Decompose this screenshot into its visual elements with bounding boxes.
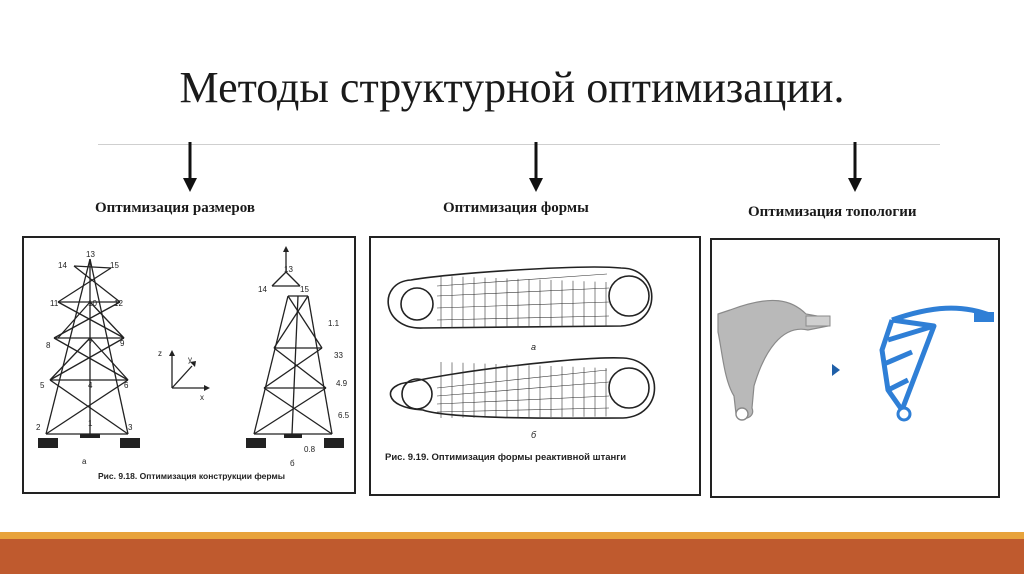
truss-diagram: 13 14 15 11 10 12 8 7 9 5 4 6 2 1 3 13 1… xyxy=(36,246,350,481)
node-label: 5 xyxy=(40,381,45,390)
node-label: 9 xyxy=(120,339,125,348)
node-label: 14 xyxy=(58,261,67,270)
node-label: 8 xyxy=(46,341,51,350)
figure-caption: Рис. 9.18. Оптимизация конструкции фермы xyxy=(98,471,285,481)
footer-stripe-bottom xyxy=(0,539,1024,574)
topology-figure-panel xyxy=(710,238,1000,498)
sub-label-b: б xyxy=(531,430,537,440)
figure-caption: Рис. 9.19. Оптимизация формы реактивной … xyxy=(385,452,626,463)
member-value: 4.9 xyxy=(336,379,348,388)
slide-title: Методы структурной оптимизации. xyxy=(179,63,845,112)
label-topology-optimization: Оптимизация топологии xyxy=(748,204,917,220)
node-label: 13 xyxy=(284,265,293,274)
footer-stripe-top xyxy=(0,532,1024,539)
axis-z: z xyxy=(158,349,162,358)
shape-figure-panel: а б Рис. 9.19. Оптимизация формы реактив… xyxy=(369,236,701,496)
node-label: 1 xyxy=(88,419,93,428)
member-value: 1.1 xyxy=(328,319,340,328)
topology-diagram xyxy=(717,299,994,422)
axis-y: y xyxy=(188,355,192,364)
node-label: 15 xyxy=(110,261,119,270)
node-label: 15 xyxy=(300,285,309,294)
axis-x: x xyxy=(200,393,204,402)
title-divider xyxy=(98,144,940,145)
sub-label-a: а xyxy=(531,342,536,352)
sub-label-b: б xyxy=(290,459,295,468)
member-value: 6.5 xyxy=(338,411,350,420)
node-label: 6 xyxy=(124,381,129,390)
play-triangle-icon xyxy=(832,364,840,376)
arrow-down-icon xyxy=(529,142,543,192)
truss-figure-panel: 13 14 15 11 10 12 8 7 9 5 4 6 2 1 3 13 1… xyxy=(22,236,356,494)
arrow-down-icon xyxy=(183,142,197,192)
label-size-optimization: Оптимизация размеров xyxy=(95,200,255,216)
node-label: 4 xyxy=(88,381,93,390)
arrow-down-icon xyxy=(848,142,862,192)
member-value: 0.8 xyxy=(304,445,316,454)
initial-part-shape xyxy=(717,299,829,419)
node-label: 14 xyxy=(258,285,267,294)
member-value: 33 xyxy=(334,351,343,360)
sub-label-a: а xyxy=(82,457,87,466)
node-label: 10 xyxy=(88,299,97,308)
node-label: 2 xyxy=(36,423,41,432)
optimized-part-shape xyxy=(879,305,993,412)
shape-diagram: а б Рис. 9.19. Оптимизация формы реактив… xyxy=(385,266,656,463)
label-shape-optimization: Оптимизация формы xyxy=(443,200,589,216)
node-label: 7 xyxy=(88,339,93,348)
node-label: 11 xyxy=(50,299,59,308)
node-label: 3 xyxy=(128,423,133,432)
node-label: 13 xyxy=(86,250,95,259)
node-label: 12 xyxy=(114,299,123,308)
